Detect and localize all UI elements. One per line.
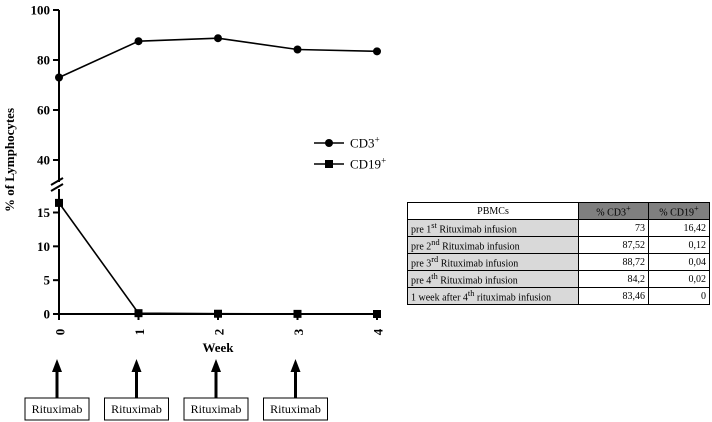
header-superscript: +: [626, 203, 631, 213]
legend-marker: [325, 160, 333, 168]
legend-label: CD19+: [350, 156, 386, 172]
y-tick-label: 80: [37, 53, 50, 68]
ordinal-superscript: th: [431, 271, 438, 281]
y-axis-title: % of Lymphocytes: [2, 108, 17, 212]
y-tick-label: 10: [37, 239, 50, 254]
table-cell-label: pre 3rd Rituximab infusion: [407, 253, 579, 271]
y-tick-label: 0: [44, 307, 51, 322]
y-tick-label: 40: [37, 153, 50, 168]
table-cell-cd19: 0: [648, 287, 710, 305]
series-line-cd3: [58, 37, 378, 79]
table-cell-cd19: 16,42: [648, 219, 710, 237]
y-tick-label: 5: [44, 273, 51, 288]
arrow-up-icon: [52, 359, 62, 372]
data-point-cd3: [214, 34, 222, 43]
table-cell-cd3: 87,52: [578, 236, 649, 254]
rituximab-box: [24, 397, 90, 421]
table-header-cd19: % CD19+: [648, 202, 710, 220]
table-header-row: PBMCs % CD3+ % CD19+: [407, 202, 710, 220]
arrow-up-icon: [290, 359, 301, 372]
data-point-cd19: [134, 309, 143, 318]
table-header-cd3: % CD3+: [578, 202, 649, 220]
table-cell-label: pre 1st Rituximab infusion: [407, 219, 579, 237]
legend-marker: [325, 139, 333, 147]
data-point-cd19: [373, 310, 381, 318]
data-point-cd3: [55, 73, 63, 82]
table-cell-cd19: 0,02: [648, 270, 710, 288]
x-tick-label: 0: [53, 329, 68, 336]
x-tick-label: 1: [132, 329, 147, 336]
x-axis-title: Week: [202, 340, 234, 355]
rituximab-box: [104, 397, 169, 421]
table-cell-cd19: 0,04: [648, 253, 710, 271]
legend-label: CD3+: [350, 135, 380, 151]
rituximab-box: [263, 397, 328, 421]
rituximab-annotations: Rituximab Rituximab Rituximab Rituximab: [24, 359, 328, 421]
y-tick-label: 100: [31, 3, 51, 18]
table-cell-cd3: 73: [578, 219, 649, 237]
chart-legend: CD3+ CD19+: [314, 135, 386, 172]
axis-break-mark: [50, 183, 64, 192]
pbmc-table: PBMCs % CD3+ % CD19+ pre 1st Rituximab i…: [407, 202, 710, 305]
ordinal-superscript: nd: [431, 237, 440, 247]
table-cell-cd3: 84,2: [578, 270, 649, 288]
y-tick-label: 60: [37, 103, 50, 118]
data-point-cd19: [293, 309, 302, 318]
data-point-cd3: [134, 37, 143, 46]
rituximab-marker: Rituximab: [183, 359, 249, 421]
rituximab-label: Rituximab: [270, 402, 321, 416]
table-cell-cd3: 88,72: [578, 253, 649, 271]
table-cell-cd3: 83,46: [578, 287, 649, 305]
table-cell-cd19: 0,12: [648, 236, 710, 254]
series-line-cd19: [58, 202, 378, 315]
chart-ticks: 100 80 60 40 15 10 5 00 1 2 3 4: [31, 3, 386, 336]
x-tick-label: 3: [291, 328, 306, 335]
table-cell-label: pre 2nd Rituximab infusion: [407, 236, 579, 254]
arrow-up-icon: [211, 359, 221, 372]
ordinal-superscript: th: [467, 288, 475, 298]
y-tick-label: 15: [37, 205, 51, 220]
rituximab-marker: Rituximab: [263, 359, 328, 421]
chart-series-lines: [58, 37, 378, 315]
rituximab-label: Rituximab: [32, 402, 83, 416]
ordinal-superscript: st: [431, 220, 437, 230]
ordinal-superscript: rd: [431, 254, 439, 264]
table-header-pbmcs: PBMCs: [407, 202, 579, 220]
x-tick-label: 2: [212, 329, 227, 336]
arrow-up-icon: [131, 359, 142, 372]
rituximab-marker: Rituximab: [24, 359, 90, 421]
table-cell-label: 1 week after 4th rituximab infusion: [407, 287, 579, 305]
axis-break-mark: [50, 177, 64, 186]
data-point-cd3: [293, 45, 302, 54]
rituximab-label: Rituximab: [191, 402, 242, 416]
rituximab-box: [183, 397, 249, 421]
x-tick-label: 4: [371, 328, 386, 335]
header-superscript: +: [694, 203, 699, 213]
data-point-cd19: [55, 198, 63, 207]
table-cell-label: pre 4th Rituximab infusion: [407, 270, 579, 288]
rituximab-label: Rituximab: [111, 402, 162, 416]
rituximab-marker: Rituximab: [104, 359, 169, 421]
data-point-cd3: [373, 47, 381, 56]
chart-markers: [55, 34, 381, 318]
data-point-cd19: [214, 309, 222, 318]
